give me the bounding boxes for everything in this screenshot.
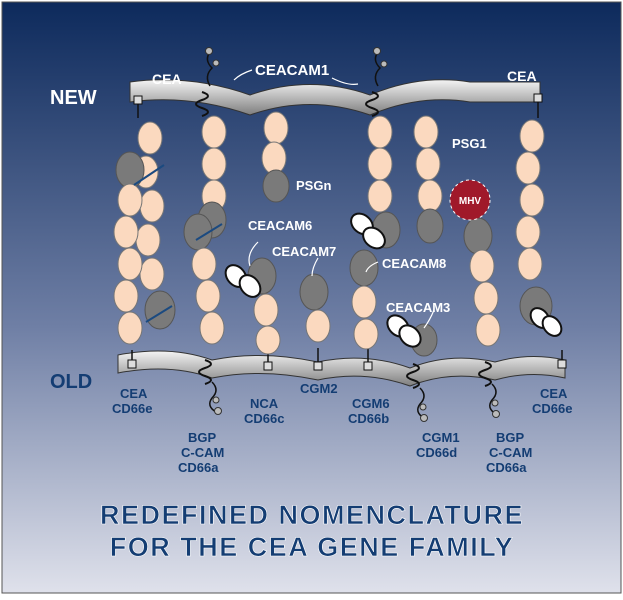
label-cea-right: CEA [507, 68, 537, 84]
pointer-arrow [331, 77, 359, 85]
tail-bead [373, 47, 381, 55]
row-label-new: NEW [50, 87, 97, 109]
tail-bead [419, 403, 427, 411]
old-label-cgm1-b: CD66d [416, 445, 457, 460]
cytoplasmic-tail [206, 51, 214, 87]
old-label-bgp-2a: BGP [496, 430, 525, 445]
transmembrane-coil [406, 363, 420, 389]
old-label-nca-b: CD66c [244, 411, 284, 426]
gpi-anchor [263, 361, 273, 371]
protein-cgm2 [299, 273, 331, 343]
label-psgn: PSGn [296, 178, 331, 193]
bound-particle [386, 314, 422, 348]
bound-particle [529, 307, 563, 337]
old-label-cea-2a: CEA [540, 386, 568, 401]
pointer-arrow [233, 69, 253, 81]
tail-bead [491, 399, 499, 407]
old-label-bgp-1c: CD66a [178, 460, 219, 475]
old-label-cgm2: CGM2 [300, 381, 338, 396]
cytoplasmic-tail [417, 387, 425, 419]
transmembrane-coil [195, 91, 209, 117]
cytoplasmic-tail [209, 381, 217, 413]
tail-bead [212, 59, 220, 67]
old-label-cea-2b: CD66e [532, 401, 572, 416]
gpi-anchor [363, 361, 373, 371]
protein-ceacam1-top-a [197, 115, 227, 239]
cytoplasmic-tail [374, 51, 382, 87]
label-cea-left: CEA [152, 71, 182, 87]
old-label-bgp-1a: BGP [188, 430, 217, 445]
mhv-virus-icon [449, 179, 491, 221]
row-label-old: OLD [50, 371, 92, 393]
bound-particle [350, 212, 386, 250]
protein-ceacam1-bottom-b [463, 217, 501, 347]
protein-nca [247, 257, 281, 355]
pointer-arrow [423, 309, 435, 329]
transmembrane-coil [198, 359, 212, 385]
protein-ceacam1-bottom-a [183, 213, 225, 345]
tail-bead [420, 414, 428, 422]
gpi-anchor [313, 361, 323, 371]
gpi-anchor [133, 95, 143, 105]
old-label-cgm6-a: CGM6 [352, 396, 390, 411]
tail-bead [205, 47, 213, 55]
old-label-cea-1b: CD66e [112, 401, 152, 416]
label-ceacam6: CEACAM6 [248, 218, 312, 233]
protein-cea-bottom-left [113, 151, 145, 345]
bound-particle [224, 264, 262, 298]
old-label-nca-a: NCA [250, 396, 279, 411]
label-ceacam7: CEACAM7 [272, 244, 336, 259]
label-ceacam1: CEACAM1 [255, 62, 329, 79]
tail-bead [212, 396, 220, 404]
binding-arrow [145, 305, 173, 323]
transmembrane-coil [478, 361, 492, 387]
protein-cgm6 [349, 249, 379, 350]
label-ceacam8: CEACAM8 [382, 256, 446, 271]
old-label-cgm6-b: CD66b [348, 411, 389, 426]
old-label-bgp-2c: CD66a [486, 460, 527, 475]
title-line-1: REDEFINED NOMENCLATURE [100, 500, 524, 530]
label-ceacam3: CEACAM3 [386, 300, 450, 315]
bottom-membrane [117, 350, 566, 387]
pointer-arrow [248, 241, 259, 267]
tail-bead [380, 60, 388, 68]
protein-psg1 [413, 115, 444, 244]
pointer-arrow [365, 261, 379, 273]
label-psg1: PSG1 [452, 136, 487, 151]
title-line-2: FOR THE CEA GENE FAMILY [110, 532, 515, 562]
gpi-anchor [533, 93, 543, 103]
binding-arrow [133, 164, 165, 186]
pointer-arrow [311, 257, 319, 277]
old-label-bgp-1b: C-CAM [181, 445, 224, 460]
binding-arrow [195, 223, 223, 241]
protein-psgn [261, 111, 290, 203]
old-label-cgm1-a: CGM1 [422, 430, 460, 445]
old-label-cea-1a: CEA [120, 386, 148, 401]
transmembrane-coil [365, 91, 379, 117]
gpi-anchor [557, 359, 567, 369]
tail-bead [214, 407, 222, 415]
protein-cea-right [515, 119, 553, 326]
tail-bead [492, 410, 500, 418]
old-label-bgp-2b: C-CAM [489, 445, 532, 460]
cytoplasmic-tail [489, 383, 497, 415]
mhv-label: MHV [459, 196, 482, 207]
gpi-anchor [127, 359, 137, 369]
